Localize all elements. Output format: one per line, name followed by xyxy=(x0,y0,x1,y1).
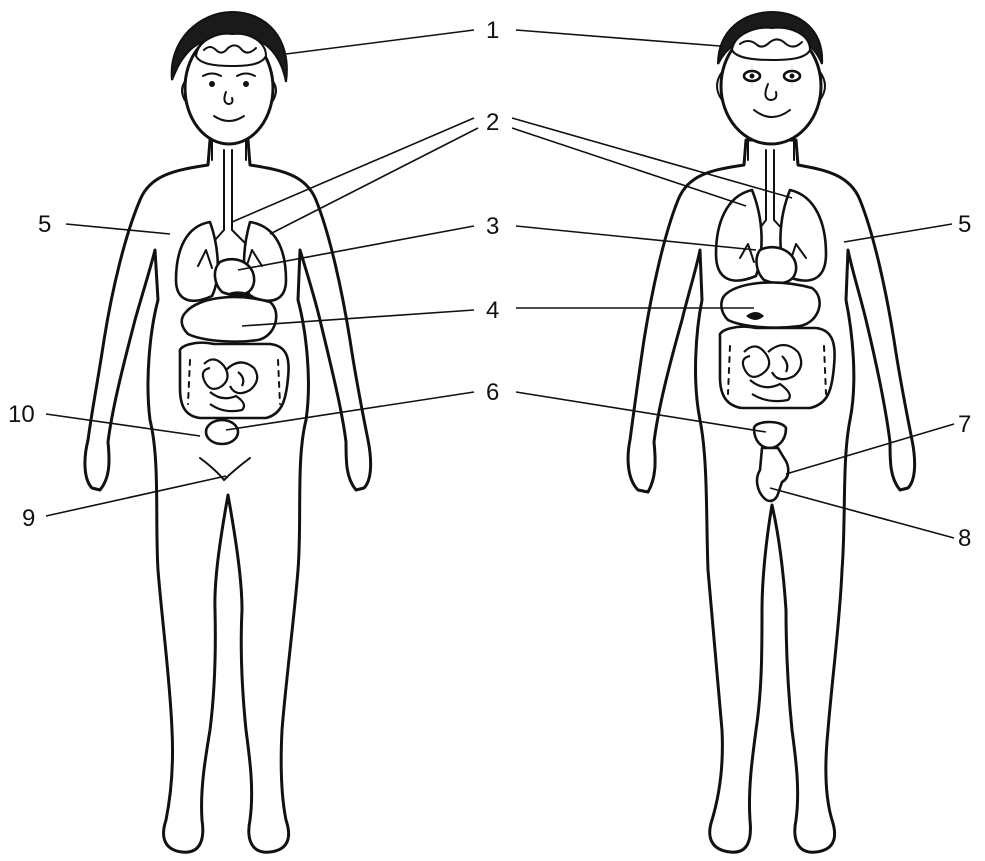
female-heart xyxy=(215,259,254,295)
leader-1-left xyxy=(286,30,474,54)
label-5-left: 5 xyxy=(38,211,51,238)
male-bladder xyxy=(754,422,786,448)
male-figure xyxy=(628,12,915,852)
label-9: 9 xyxy=(22,505,35,532)
label-4: 4 xyxy=(486,297,499,324)
female-body-outline xyxy=(85,140,371,852)
male-heart xyxy=(757,247,797,283)
leader-2-d xyxy=(512,128,746,206)
label-2: 2 xyxy=(486,109,499,136)
label-5-right: 5 xyxy=(958,211,971,238)
label-3: 3 xyxy=(486,213,499,240)
label-10: 10 xyxy=(8,401,35,428)
label-7: 7 xyxy=(958,411,971,438)
male-pupil-right xyxy=(790,74,795,79)
female-figure xyxy=(85,12,371,852)
male-large-intestine xyxy=(720,327,835,408)
male-liver xyxy=(721,282,819,327)
female-eye-right xyxy=(243,81,249,87)
female-bladder xyxy=(206,420,238,444)
label-6: 6 xyxy=(486,379,499,406)
female-large-intestine xyxy=(180,343,289,418)
label-8: 8 xyxy=(958,525,971,552)
label-1: 1 xyxy=(486,17,499,44)
male-pupil-left xyxy=(750,74,755,79)
female-liver xyxy=(182,297,277,342)
leader-1-right xyxy=(516,30,720,46)
female-eye-left xyxy=(209,81,215,87)
